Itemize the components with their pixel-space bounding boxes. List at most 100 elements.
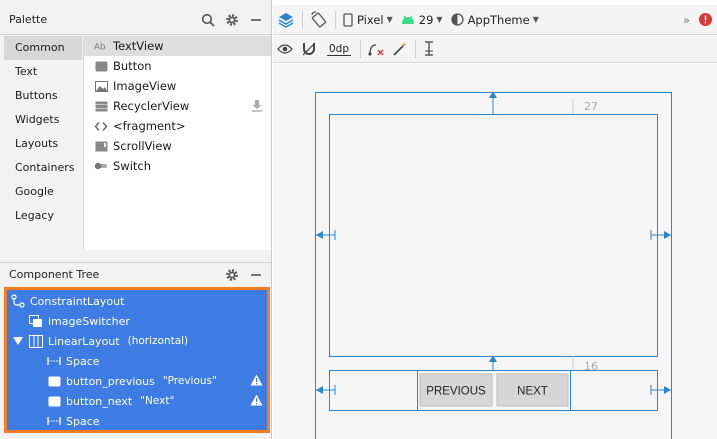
default-margin-value: 0dp <box>327 42 352 56</box>
tree-item-label: imageSwitcher <box>48 314 130 328</box>
default-margin-button[interactable]: 0dp <box>321 38 357 60</box>
component-recyclerview[interactable]: RecyclerView <box>84 96 271 116</box>
minimize-icon[interactable] <box>247 266 265 284</box>
api-label: 29 <box>418 12 434 27</box>
category-common[interactable]: Common <box>4 36 82 60</box>
guidelines-icon <box>425 41 434 56</box>
component-tree-header: Component Tree <box>0 262 271 286</box>
view-options-button[interactable] <box>273 38 297 60</box>
margin-bottom-label: 16 <box>584 360 598 373</box>
orientation-button[interactable] <box>306 9 332 31</box>
android-icon <box>401 15 414 24</box>
blueprint-drawing: 27 16 PREVIOUS NEXT <box>315 91 672 439</box>
tree-item-label: ConstraintLayout <box>30 294 125 308</box>
image-switcher-icon <box>29 314 43 328</box>
component-label: RecyclerView <box>113 99 190 113</box>
clear-constraints-button[interactable] <box>364 38 388 60</box>
chevron-down-icon: ▼ <box>436 15 443 24</box>
gear-icon[interactable] <box>223 266 241 284</box>
tree-item-linearlayout[interactable]: LinearLayout (horizontal) <box>7 331 267 351</box>
chevron-down-icon: ▼ <box>532 15 539 24</box>
guidelines-button[interactable] <box>419 38 439 60</box>
error-icon[interactable] <box>694 9 717 31</box>
tree-item-label: Space <box>66 354 100 368</box>
component-switch[interactable]: Switch <box>84 156 271 176</box>
eye-icon <box>277 44 293 54</box>
scroll-view-icon <box>94 139 108 153</box>
layers-button[interactable] <box>273 9 299 31</box>
component-label: TextView <box>113 39 164 53</box>
category-widgets[interactable]: Widgets <box>15 113 60 126</box>
infer-constraints-button[interactable] <box>388 38 412 60</box>
layers-icon <box>278 12 294 28</box>
category-buttons[interactable]: Buttons <box>15 89 58 102</box>
component-button[interactable]: Button <box>84 56 271 76</box>
tree-item-button-previous[interactable]: button_previous "Previous" <box>7 371 267 391</box>
rotate-icon <box>311 10 327 27</box>
search-icon[interactable] <box>199 11 217 29</box>
warning-icon[interactable] <box>250 394 263 409</box>
device-dropdown[interactable]: Pixel ▼ <box>339 9 397 31</box>
tree-item-button-next[interactable]: button_next "Next" <box>7 391 267 411</box>
api-dropdown[interactable]: 29 ▼ <box>397 9 447 31</box>
tree-item-sub: "Previous" <box>162 375 217 387</box>
theme-dropdown[interactable]: AppTheme ▼ <box>447 9 543 31</box>
component-textview[interactable]: Ab TextView <box>84 36 271 56</box>
theme-icon <box>450 13 464 26</box>
clear-constraints-icon <box>368 44 384 56</box>
tree-item-label: button_previous <box>66 374 155 388</box>
palette-title: Palette <box>9 13 48 26</box>
image-switcher-bounds <box>329 114 658 357</box>
svg-text:Ab: Ab <box>94 43 106 53</box>
toolbar-separator <box>335 10 336 29</box>
palette-components: Ab TextView Button ImageView RecyclerVie… <box>83 36 271 250</box>
fragment-icon <box>94 119 108 133</box>
space-icon <box>47 414 61 428</box>
category-containers[interactable]: Containers <box>15 161 75 174</box>
palette-categories: Common Text Buttons Widgets Layouts Cont… <box>4 36 82 250</box>
left-panel: Palette Common Text Buttons Widgets Layo… <box>0 0 272 439</box>
tree-item-space[interactable]: Space <box>7 351 267 371</box>
download-icon[interactable] <box>251 99 263 115</box>
component-imageview[interactable]: ImageView <box>84 76 271 96</box>
component-label: <fragment> <box>113 119 186 133</box>
tree-item-constraintlayout[interactable]: ConstraintLayout <box>7 291 267 311</box>
component-tree-title: Component Tree <box>9 268 100 281</box>
component-label: ImageView <box>113 79 177 93</box>
category-text[interactable]: Text <box>15 65 38 78</box>
device-label: Pixel <box>357 12 384 27</box>
toolbar-separator <box>415 40 417 58</box>
next-button-label: NEXT <box>517 386 548 398</box>
tree-item-space[interactable]: Space <box>7 411 267 431</box>
magic-wand-icon <box>393 42 407 56</box>
tree-item-label: button_next <box>66 394 133 408</box>
previous-button-preview <box>419 373 493 407</box>
magnet-icon <box>302 42 316 56</box>
button-icon <box>47 394 61 408</box>
autoconnect-button[interactable] <box>297 38 321 60</box>
component-fragment[interactable]: <fragment> <box>84 116 271 136</box>
constraint-toolbar: 0dp <box>273 36 717 63</box>
next-button-preview <box>496 373 569 407</box>
category-google[interactable]: Google <box>15 185 54 198</box>
blueprint-canvas[interactable]: 27 16 PREVIOUS NEXT <box>273 64 717 439</box>
expand-arrow-icon[interactable] <box>13 337 25 345</box>
component-label: ScrollView <box>113 139 172 153</box>
warning-icon[interactable] <box>250 374 263 389</box>
button-icon <box>94 59 108 73</box>
category-layouts[interactable]: Layouts <box>15 137 59 150</box>
constraint-layout-icon <box>11 294 25 308</box>
minimize-icon[interactable] <box>247 11 265 29</box>
gear-icon[interactable] <box>223 11 241 29</box>
tree-item-sub: "Next" <box>140 395 175 407</box>
palette-header: Palette <box>0 5 271 35</box>
overflow-button[interactable]: » <box>682 12 690 27</box>
switch-icon <box>94 159 108 173</box>
category-legacy[interactable]: Legacy <box>15 209 54 222</box>
theme-label: AppTheme <box>467 12 530 27</box>
component-tree: ConstraintLayout imageSwitcher LinearLay… <box>4 287 270 433</box>
tree-item-imageswitcher[interactable]: imageSwitcher <box>7 311 267 331</box>
toolbar-separator <box>302 10 303 29</box>
toolbar-separator <box>360 40 362 58</box>
component-scrollview[interactable]: ScrollView <box>84 136 271 156</box>
